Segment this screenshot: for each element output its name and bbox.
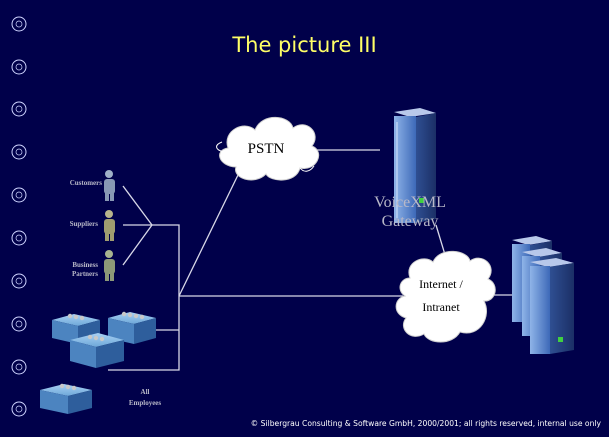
link-customers bbox=[122, 185, 153, 226]
ring-ornament-icon bbox=[11, 144, 27, 160]
ring-ornament-icon bbox=[11, 101, 27, 117]
ring-ornament-icon bbox=[11, 230, 27, 246]
office-building-icon bbox=[70, 333, 124, 368]
partner-person-icon bbox=[104, 250, 115, 281]
internet-label-line1: Internet / bbox=[419, 277, 463, 291]
employees-label: All Employees bbox=[110, 387, 180, 409]
link-to-pstn bbox=[178, 174, 239, 297]
gateway-label: VoiceXML Gateway bbox=[360, 193, 460, 231]
supplier-person-icon bbox=[104, 210, 115, 241]
ring-ornament-icon bbox=[11, 359, 27, 375]
link-people-bus bbox=[152, 224, 180, 296]
gateway-server-icon bbox=[394, 108, 436, 223]
pstn-cloud bbox=[216, 116, 320, 181]
partners-label-line2: Partners bbox=[71, 270, 98, 278]
ring-ornament-icon bbox=[11, 316, 27, 332]
customer-person-icon bbox=[104, 170, 115, 201]
link-employees bbox=[108, 296, 180, 371]
ring-ornament-icon bbox=[11, 187, 27, 203]
suppliers-label: Suppliers bbox=[69, 220, 98, 228]
ring-ornament-icon bbox=[11, 59, 27, 75]
copyright-footer: © Silbergrau Consulting & Software GmbH,… bbox=[250, 419, 601, 428]
connection-lines bbox=[108, 149, 515, 371]
partners-label: Business Partners bbox=[42, 261, 98, 279]
employees-label-line2: Employees bbox=[128, 399, 162, 407]
ring-ornament-icon bbox=[11, 273, 27, 289]
ring-ornament-icon bbox=[11, 401, 27, 417]
internet-label: Internet / Intranet bbox=[406, 273, 476, 319]
ring-ornament-icon bbox=[11, 16, 27, 32]
pstn-label: PSTN bbox=[247, 141, 285, 157]
gateway-label-line1: VoiceXML bbox=[374, 194, 446, 211]
slide-title: The picture III bbox=[232, 33, 377, 57]
server-stack-icon bbox=[512, 236, 574, 354]
internet-cloud bbox=[395, 250, 496, 343]
gateway-label-line2: Gateway bbox=[381, 213, 439, 230]
partners-label-line1: Business bbox=[72, 261, 98, 269]
customers-label: Customers bbox=[69, 179, 102, 187]
office-building-icon bbox=[40, 383, 92, 414]
internet-label-line2: Intranet bbox=[422, 300, 460, 314]
employees-label-line1: All bbox=[140, 388, 150, 396]
link-partners bbox=[122, 224, 153, 266]
